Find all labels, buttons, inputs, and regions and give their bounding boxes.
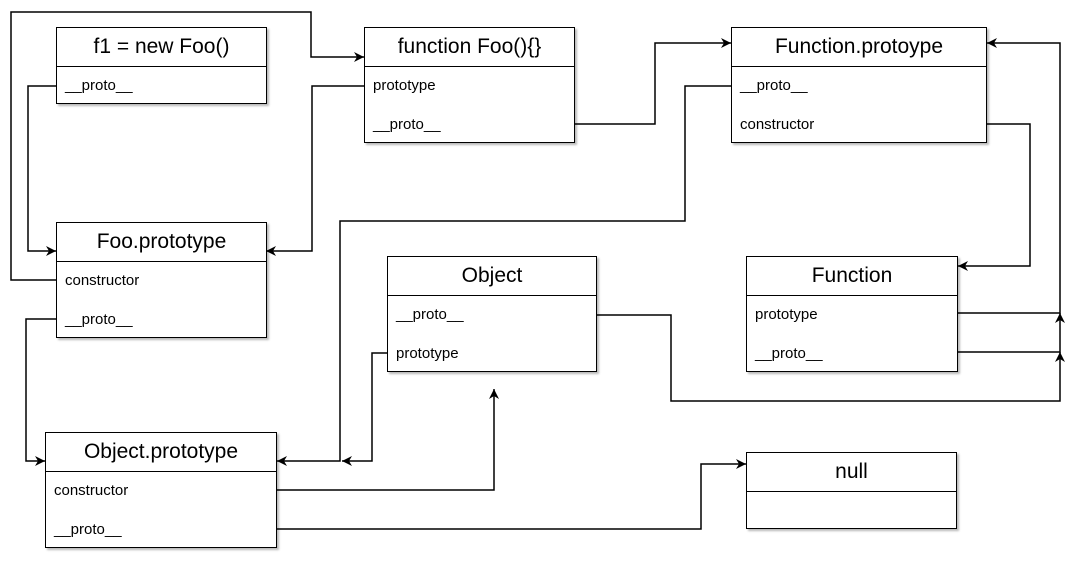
null-box: null [746, 452, 957, 529]
function-title: Function [747, 257, 957, 296]
object-prototype-proto-field: __proto__ [54, 521, 122, 538]
object-proto-field: __proto__ [396, 306, 464, 323]
connector-f1-to-foo-fn [10, 11, 364, 270]
connector-function-prototype-proto-to-object-prototype [277, 85, 731, 466]
connector-foo-fn-prototype-to-foo-prototype [266, 85, 364, 256]
function-prototype-constructor-field: constructor [740, 116, 815, 133]
function-prototype-field: prototype [755, 306, 818, 323]
object-prototype-constructor-field: constructor [54, 482, 129, 499]
connector-foo-prototype-constructor [10, 270, 56, 281]
foo-prototype-box: Foo.prototype constructor __proto__ [56, 222, 267, 338]
connector-function-proto-to-function-prototype [958, 313, 1065, 353]
connector-foo-prototype-proto-to-object-prototype [25, 318, 56, 466]
foo-function-title: function Foo(){} [365, 28, 574, 67]
object-prototype-title: Object.prototype [46, 433, 276, 472]
foo-prototype-constructor-field: constructor [65, 272, 140, 289]
connector-f1-proto-to-foo-prototype [27, 85, 56, 256]
function-box: Function prototype __proto__ [746, 256, 958, 372]
connector-object-prototype-constructor-to-object [277, 389, 499, 491]
connector-object-prototype-proto-to-null [277, 459, 746, 530]
foo-prototype-proto-field: __proto__ [65, 311, 133, 328]
null-title: null [747, 453, 956, 492]
function-prototype-title: Function.protoype [732, 28, 986, 67]
f1-title: f1 = new Foo() [57, 28, 266, 67]
f1-proto-field: __proto__ [65, 77, 133, 94]
connector-object-prototype-field-to-object-prototype [342, 352, 387, 466]
function-prototype-proto-field: __proto__ [740, 77, 808, 94]
connector-foo-fn-proto-to-function-prototype [574, 38, 731, 125]
function-prototype-box: Function.protoype __proto__ constructor [731, 27, 987, 143]
object-box: Object __proto__ prototype [387, 256, 597, 372]
connector-object-proto-to-function-prototype [597, 314, 1065, 402]
connector-function-prototype-field-to-function-prototype [958, 38, 1061, 314]
foo-function-proto-field: __proto__ [373, 116, 441, 133]
object-prototype-box: Object.prototype constructor __proto__ [45, 432, 277, 548]
f1-box: f1 = new Foo() __proto__ [56, 27, 267, 104]
connector-function-prototype-constructor-to-function [958, 123, 1031, 271]
object-title: Object [388, 257, 596, 296]
foo-prototype-title: Foo.prototype [57, 223, 266, 262]
function-proto-field: __proto__ [755, 345, 823, 362]
foo-function-box: function Foo(){} prototype __proto__ [364, 27, 575, 143]
foo-function-prototype-field: prototype [373, 77, 436, 94]
object-prototype-field: prototype [396, 345, 459, 362]
